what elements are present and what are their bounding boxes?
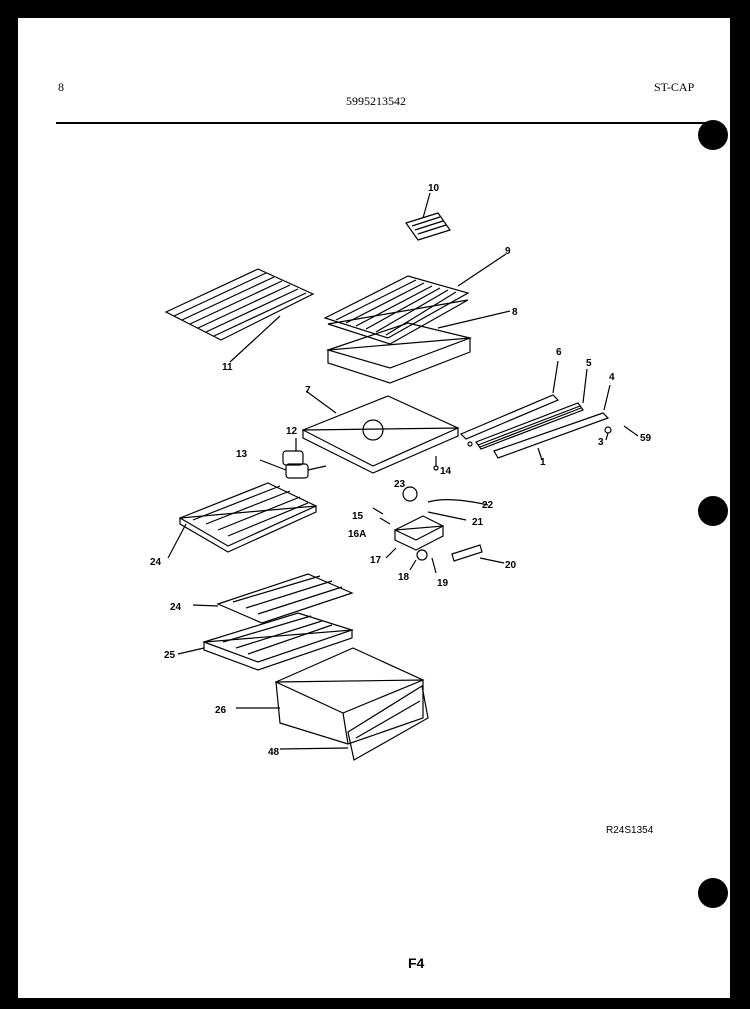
parts-rails	[459, 360, 639, 461]
part-8-cover-plate	[325, 310, 511, 384]
callout-17: 17	[370, 555, 382, 566]
callout-20: 20	[505, 560, 517, 571]
callout-11: 11	[222, 362, 233, 373]
part-7-main-panel	[301, 390, 460, 474]
part-25-crisper-frame	[177, 612, 354, 671]
part-26-drawer	[236, 647, 425, 745]
figure-label: F4	[408, 955, 425, 971]
callout-24-shelf: 24	[150, 557, 162, 568]
callout-21: 21	[472, 517, 484, 528]
part-11-wire-shelf	[164, 268, 315, 363]
parts-control-assembly	[372, 486, 505, 574]
callout-9: 9	[505, 246, 511, 257]
callout-18: 18	[398, 572, 410, 583]
callout-24-cover: 24	[170, 602, 182, 613]
callout-4: 4	[609, 372, 615, 383]
part-9-ribbed-panel	[323, 253, 507, 345]
callout-8: 8	[512, 307, 518, 318]
part-48-drawer-front	[279, 685, 429, 761]
callout-16A: 16A	[348, 529, 367, 540]
part-24-crisper-cover	[192, 573, 354, 624]
callout-59: 59	[640, 433, 652, 444]
callout-23: 23	[394, 479, 406, 490]
exploded-view-drawing	[164, 192, 639, 761]
callout-15: 15	[352, 511, 364, 522]
callout-6: 6	[556, 347, 562, 358]
binder-hole-top	[698, 120, 728, 150]
part-10-grille	[405, 192, 451, 241]
model-code: ST-CAP	[654, 80, 695, 94]
callout-48: 48	[268, 747, 280, 758]
part-24-glass-shelf	[167, 482, 318, 559]
parts-12-13-brackets	[259, 438, 327, 479]
callout-10: 10	[428, 183, 440, 194]
callout-26: 26	[215, 705, 227, 716]
binder-hole-bottom	[698, 878, 728, 908]
callout-25: 25	[164, 650, 176, 661]
callout-19: 19	[437, 578, 449, 589]
header-rule	[56, 122, 720, 124]
callout-14: 14	[440, 466, 452, 477]
part-number: 5995213542	[346, 94, 406, 108]
callout-22: 22	[482, 500, 494, 511]
callout-1: 1	[540, 457, 546, 468]
binder-hole-middle	[698, 496, 728, 526]
callout-13: 13	[236, 449, 248, 460]
callout-3: 3	[598, 437, 604, 448]
callout-12: 12	[286, 426, 298, 437]
diagram-code: R24S1354	[606, 825, 654, 836]
callout-7: 7	[305, 385, 311, 396]
page-number: 8	[58, 80, 64, 94]
parts-diagram-sheet: 8 5995213542 ST-CAP	[18, 18, 730, 998]
callout-5: 5	[586, 358, 592, 369]
